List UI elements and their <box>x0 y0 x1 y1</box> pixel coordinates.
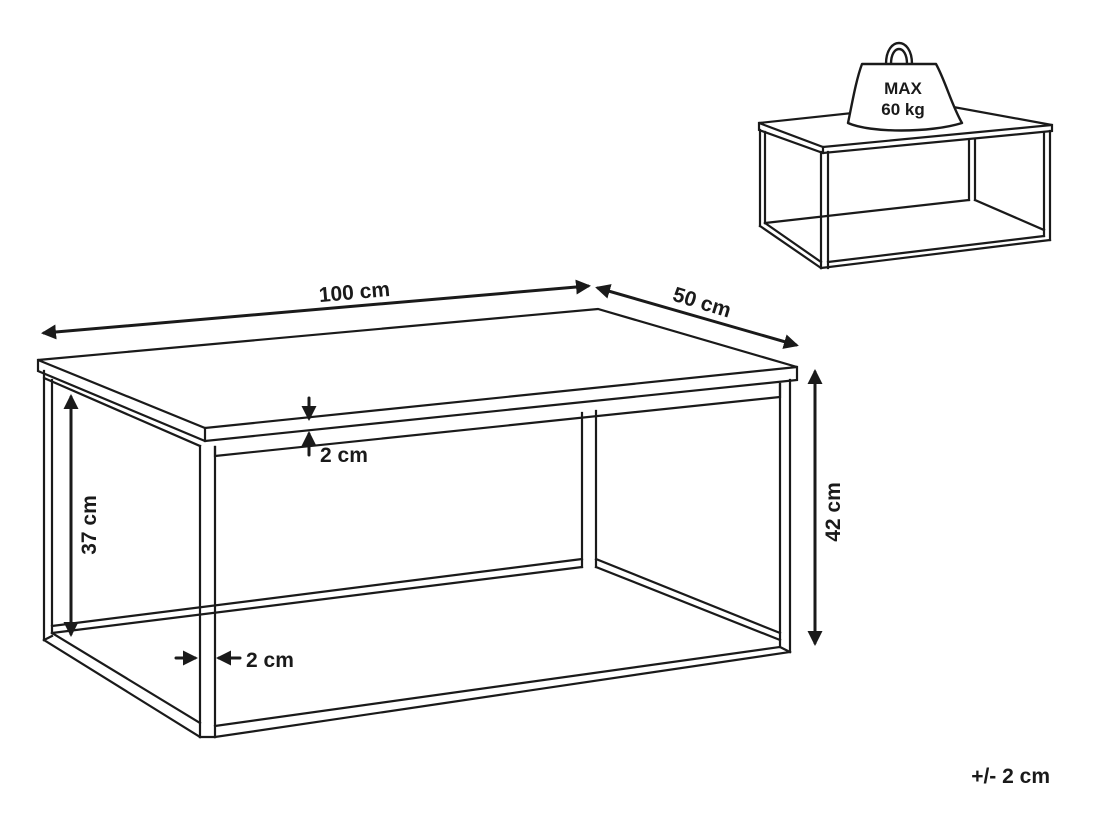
inner-height-label: 37 cm <box>78 495 101 555</box>
top-thickness-label: 2 cm <box>320 444 368 467</box>
front-right-leg <box>778 378 792 654</box>
weight-value-label: 60 kg <box>881 100 924 119</box>
depth-arrow <box>595 284 799 349</box>
weight-max-label: MAX <box>884 79 922 98</box>
length-arrow <box>41 279 591 340</box>
front-left-leg <box>198 444 217 739</box>
table-thumbnail <box>757 102 1054 270</box>
main-table-drawing <box>36 307 799 739</box>
leg-thickness-label: 2 cm <box>246 649 294 672</box>
dimension-arrows <box>41 279 823 666</box>
weight-icon: MAX 60 kg <box>846 41 964 132</box>
frame-top-rails <box>42 369 782 458</box>
total-height-label: 42 cm <box>822 482 845 542</box>
frame-bottom-rails <box>42 557 792 739</box>
back-left-leg <box>42 376 54 642</box>
tolerance-note: +/- 2 cm <box>971 765 1050 788</box>
back-right-leg <box>580 409 598 569</box>
tabletop <box>36 307 799 443</box>
